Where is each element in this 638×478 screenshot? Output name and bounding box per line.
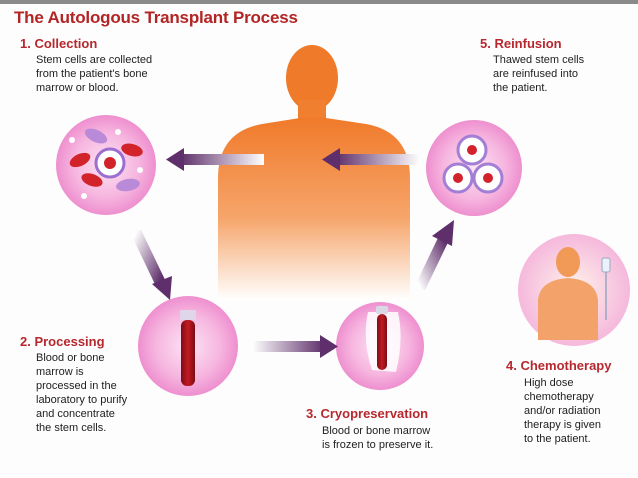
collection-circle [56,115,156,215]
arrow-cryopreservation-to-reinfusion [415,220,454,291]
step-cryopreservation-heading: 3. Cryopreservation [306,406,429,421]
arrow-reinfusion-to-body [322,148,420,171]
step-processing-heading: 2. Processing [20,334,105,349]
processing-circle [138,296,238,396]
step-chemotherapy-heading: 4. Chemotherapy [506,358,612,373]
step-reinfusion-text: Thawed stem cells are reinfused into the… [493,54,585,94]
step-collection-heading: 1. Collection [20,36,98,51]
arrow-body-to-collection [166,148,264,171]
step-processing-text: Blood or bone marrow is processed in the… [36,352,128,434]
step-chemotherapy-text: High dose chemotherapy and/or radiation … [524,377,602,445]
step-reinfusion-heading: 5. Reinfusion [480,36,562,51]
cryopreservation-circle [336,302,424,390]
diagram-title: The Autologous Transplant Process [14,8,298,27]
arrow-processing-to-cryopreservation [252,335,338,358]
step-collection-text: Stem cells are collected from the patien… [36,54,153,94]
arrow-collection-to-processing [131,229,172,300]
step-cryopreservation-text: Blood or bone marrow is frozen to preser… [322,425,434,451]
human-body-silhouette [218,45,410,300]
chemotherapy-circle [518,234,630,346]
reinfusion-circle [426,120,522,216]
